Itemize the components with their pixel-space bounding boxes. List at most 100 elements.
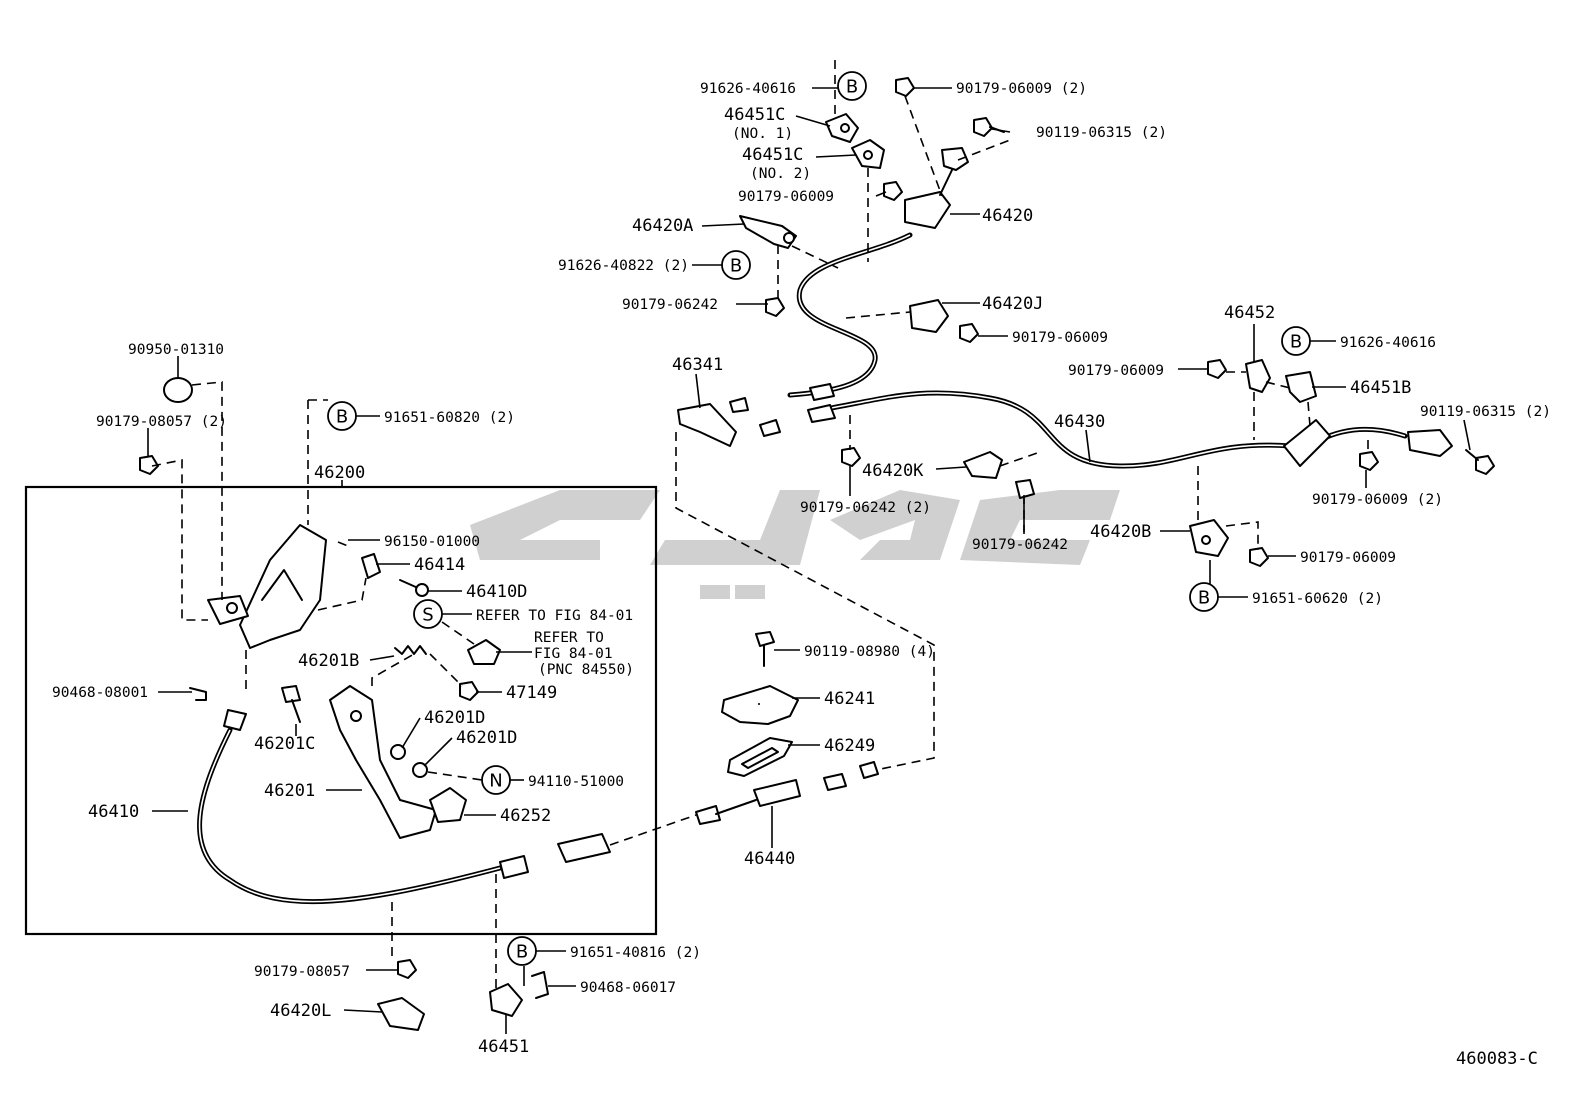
label-90950-01310: 90950-01310 — [128, 342, 224, 358]
label-90179-06009-mid: 90179-06009 — [738, 189, 834, 205]
part-46451-clamp — [489, 971, 549, 1017]
label-91626-40822: 91626-40822 (2) — [558, 258, 689, 274]
label-46420j: 46420J — [982, 294, 1043, 314]
part-cable-ends-46420 — [729, 383, 836, 437]
part-46201-pedal — [329, 685, 437, 839]
mark-b-46200: B — [327, 401, 357, 431]
part-46420K — [963, 451, 1035, 499]
part-46452 — [1245, 359, 1271, 393]
label-46201d-2: 46201D — [456, 728, 517, 748]
part-46451B — [1285, 371, 1317, 403]
label-46451c-no1: 46451C — [724, 105, 785, 125]
label-refer-fig: FIG 84-01 — [534, 646, 613, 662]
label-46201d-1: 46201D — [424, 708, 485, 728]
part-nut-90179-06009-top — [895, 77, 915, 97]
label-91626-40616-top: 91626-40616 — [700, 81, 796, 97]
dashed-reference-lines — [151, 60, 1369, 990]
mark-b-46420a: B — [721, 250, 751, 280]
cable-46430-right-end — [1317, 426, 1408, 443]
leader-lines — [147, 87, 1471, 1034]
label-46241: 46241 — [824, 689, 875, 709]
watermark-logo — [470, 490, 1120, 599]
label-46249: 46249 — [824, 736, 875, 756]
mark-s: S — [413, 599, 443, 629]
part-46420A — [739, 215, 797, 249]
svg-text:B: B — [730, 256, 742, 277]
label-90119-06315-r: 90119-06315 (2) — [1420, 404, 1551, 420]
label-46420: 46420 — [982, 206, 1033, 226]
label-90468-08001: 90468-08001 — [52, 685, 148, 701]
label-90179-06009-r2: 90179-06009 (2) — [1312, 492, 1443, 508]
label-90179-08057-2: 90179-08057 (2) — [96, 414, 227, 430]
part-nut-90179-06009-mid — [883, 181, 903, 201]
svg-text:B: B — [516, 942, 528, 963]
label-96150-01000: 96150-01000 — [384, 534, 480, 550]
label-46451c-no1-sub: (NO. 1) — [732, 126, 793, 142]
label-46420l: 46420L — [270, 1001, 331, 1021]
part-46200-bracket — [207, 524, 327, 649]
part-47149 — [459, 681, 479, 701]
label-46452: 46452 — [1224, 303, 1275, 323]
label-90179-06242-top: 90179-06242 — [622, 297, 718, 313]
part-nut-90179-08057-2 — [139, 455, 159, 475]
part-46249 — [727, 737, 793, 777]
svg-text:B: B — [336, 407, 348, 428]
part-46201D — [390, 744, 428, 778]
label-46201: 46201 — [264, 781, 315, 801]
svg-text:N: N — [489, 771, 502, 792]
mark-n: N — [481, 765, 511, 795]
mark-b-right: B — [1281, 326, 1311, 356]
part-labels: 91626-40616 46451C (NO. 1) 46451C (NO. 2… — [52, 81, 1551, 1069]
part-nut-90179-06242-2 — [841, 447, 861, 467]
mark-b-46420b: B — [1189, 582, 1219, 612]
label-46430: 46430 — [1054, 412, 1105, 432]
label-90179-06009-top2: 90179-06009 (2) — [956, 81, 1087, 97]
label-46420b: 46420B — [1090, 522, 1151, 542]
label-46201b: 46201B — [298, 651, 359, 671]
label-46341: 46341 — [672, 355, 723, 375]
part-nut-90179-06009-r — [1207, 359, 1227, 379]
part-46420B — [1189, 519, 1229, 557]
label-47149: 47149 — [506, 683, 557, 703]
part-46201B-spring — [394, 645, 427, 655]
part-refer-s — [467, 639, 501, 665]
label-46451c-no2: 46451C — [742, 145, 803, 165]
pedal-assembly-frame — [24, 485, 658, 936]
label-90179-06242-k: 90179-06242 — [972, 537, 1068, 553]
svg-text:B: B — [846, 77, 858, 98]
label-91626-40616-r: 91626-40616 — [1340, 335, 1436, 351]
label-90468-06017: 90468-06017 — [580, 980, 676, 996]
cable-46430 — [817, 390, 1293, 469]
label-46420a: 46420A — [632, 216, 693, 236]
part-nut-90179-06009-b — [1249, 547, 1269, 567]
cable-46420 — [787, 232, 913, 398]
label-46451b: 46451B — [1350, 378, 1411, 398]
label-46440: 46440 — [744, 849, 795, 869]
part-bolt-90119-06315-r — [1465, 449, 1495, 475]
part-90950-01310 — [163, 377, 193, 403]
label-46200: 46200 — [314, 463, 365, 483]
label-90119-06315-top: 90119-06315 (2) — [1036, 125, 1167, 141]
svg-text:S: S — [422, 605, 433, 626]
part-46440 — [695, 761, 879, 825]
part-bolt-90119-06315-top — [973, 117, 1005, 137]
label-46410d: 46410D — [466, 582, 527, 602]
cable-46410 — [197, 727, 503, 905]
label-46414: 46414 — [414, 555, 465, 575]
label-91651-60820: 91651-60820 (2) — [384, 410, 515, 426]
part-46241 — [721, 631, 799, 725]
part-46420-bracket — [904, 147, 969, 229]
part-46341 — [677, 403, 737, 447]
label-46451: 46451 — [478, 1037, 529, 1057]
part-46420L — [377, 959, 425, 1031]
label-90179-06009-b: 90179-06009 — [1300, 550, 1396, 566]
label-46410: 46410 — [88, 802, 139, 822]
figure-code: 460083-C — [1456, 1049, 1538, 1069]
label-90119-08980: 90119-08980 (4) — [804, 644, 935, 660]
part-46451C-no1 — [825, 113, 859, 143]
mark-b-bottom: B — [507, 936, 537, 966]
label-91651-40816: 91651-40816 (2) — [570, 945, 701, 961]
part-nut-90179-06009-r2 — [1359, 451, 1379, 471]
part-46252-pad — [429, 787, 467, 823]
